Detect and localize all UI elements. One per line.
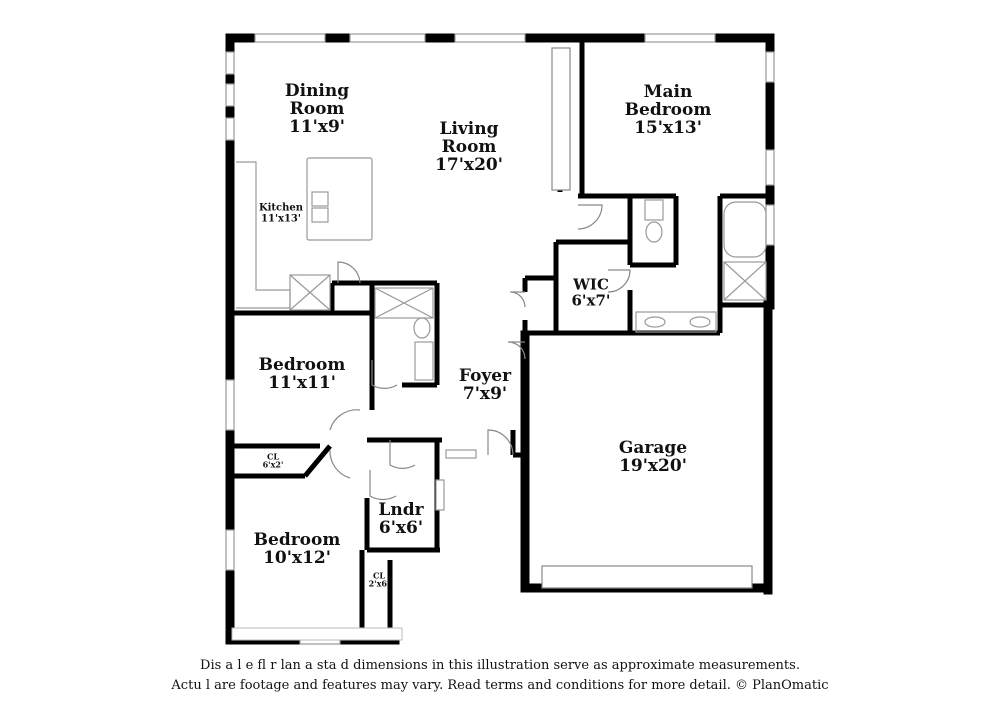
room-name: Garage bbox=[618, 438, 688, 459]
room-name: Bedroom bbox=[258, 355, 346, 376]
room-name: Dining bbox=[284, 81, 350, 102]
room-name: Kitchen bbox=[258, 202, 304, 214]
room-foyer-label: Foyer 7'x9' bbox=[458, 366, 512, 404]
kitchen-fixtures bbox=[236, 157, 373, 311]
room-size: 7'x9' bbox=[462, 384, 508, 404]
room-kitchen-label: Kitchen 11'x13' bbox=[258, 202, 304, 225]
room-size: 15'x13' bbox=[634, 117, 702, 138]
room-size: 6'x2' bbox=[262, 460, 284, 470]
room-main-bedroom-label: Main Bedroom 15'x13' bbox=[624, 82, 712, 138]
room-name: CL bbox=[373, 570, 385, 581]
bottom-window-strip bbox=[231, 627, 403, 641]
room-name: Room bbox=[289, 99, 345, 120]
room-name: Bedroom bbox=[253, 530, 341, 551]
disclaimer: Dis a l e fl r lan a sta d dimensions in… bbox=[0, 656, 1000, 696]
room-bedroom2-label: Bedroom 10'x12' bbox=[253, 530, 341, 568]
room-size: 2'x6' bbox=[368, 579, 390, 589]
garage-door bbox=[541, 565, 753, 589]
room-closet2-label: CL 2'x6' bbox=[368, 570, 390, 589]
room-wic-label: WIC 6'x7' bbox=[571, 275, 611, 309]
room-name: Lndr bbox=[378, 500, 424, 521]
room-size: 11'x9' bbox=[288, 116, 346, 137]
room-name: CL bbox=[267, 451, 279, 462]
room-bedroom1-label: Bedroom 11'x11' bbox=[258, 355, 346, 393]
room-name: Main bbox=[643, 82, 693, 103]
room-size: 11'x13' bbox=[261, 213, 301, 224]
bath-fixtures bbox=[374, 199, 767, 381]
room-dining-label: Dining Room 11'x9' bbox=[284, 81, 350, 137]
disclaimer-line-1: Dis a l e fl r lan a sta d dimensions in… bbox=[200, 658, 800, 673]
room-name: Living bbox=[439, 119, 499, 140]
room-name: Room bbox=[441, 137, 497, 158]
room-size: 6'x7' bbox=[571, 291, 611, 309]
room-size: 17'x20' bbox=[435, 154, 503, 175]
room-living-label: Living Room 17'x20' bbox=[435, 119, 503, 175]
room-closet1-label: CL 6'x2' bbox=[262, 451, 284, 470]
room-size: 11'x11' bbox=[268, 373, 336, 393]
room-size: 10'x12' bbox=[263, 548, 331, 568]
disclaimer-line-2: Actu l are footage and features may vary… bbox=[171, 678, 829, 693]
room-garage-label: Garage 19'x20' bbox=[618, 438, 688, 476]
doors bbox=[329, 204, 631, 501]
interior-walls bbox=[232, 40, 770, 640]
room-name: WIC bbox=[573, 275, 609, 294]
room-size: 19'x20' bbox=[619, 456, 687, 476]
living-divider bbox=[551, 47, 571, 191]
room-size: 6'x6' bbox=[378, 518, 424, 538]
room-laundry-label: Lndr 6'x6' bbox=[378, 500, 424, 538]
room-name: Bedroom bbox=[624, 100, 712, 121]
room-name: Foyer bbox=[458, 366, 512, 387]
